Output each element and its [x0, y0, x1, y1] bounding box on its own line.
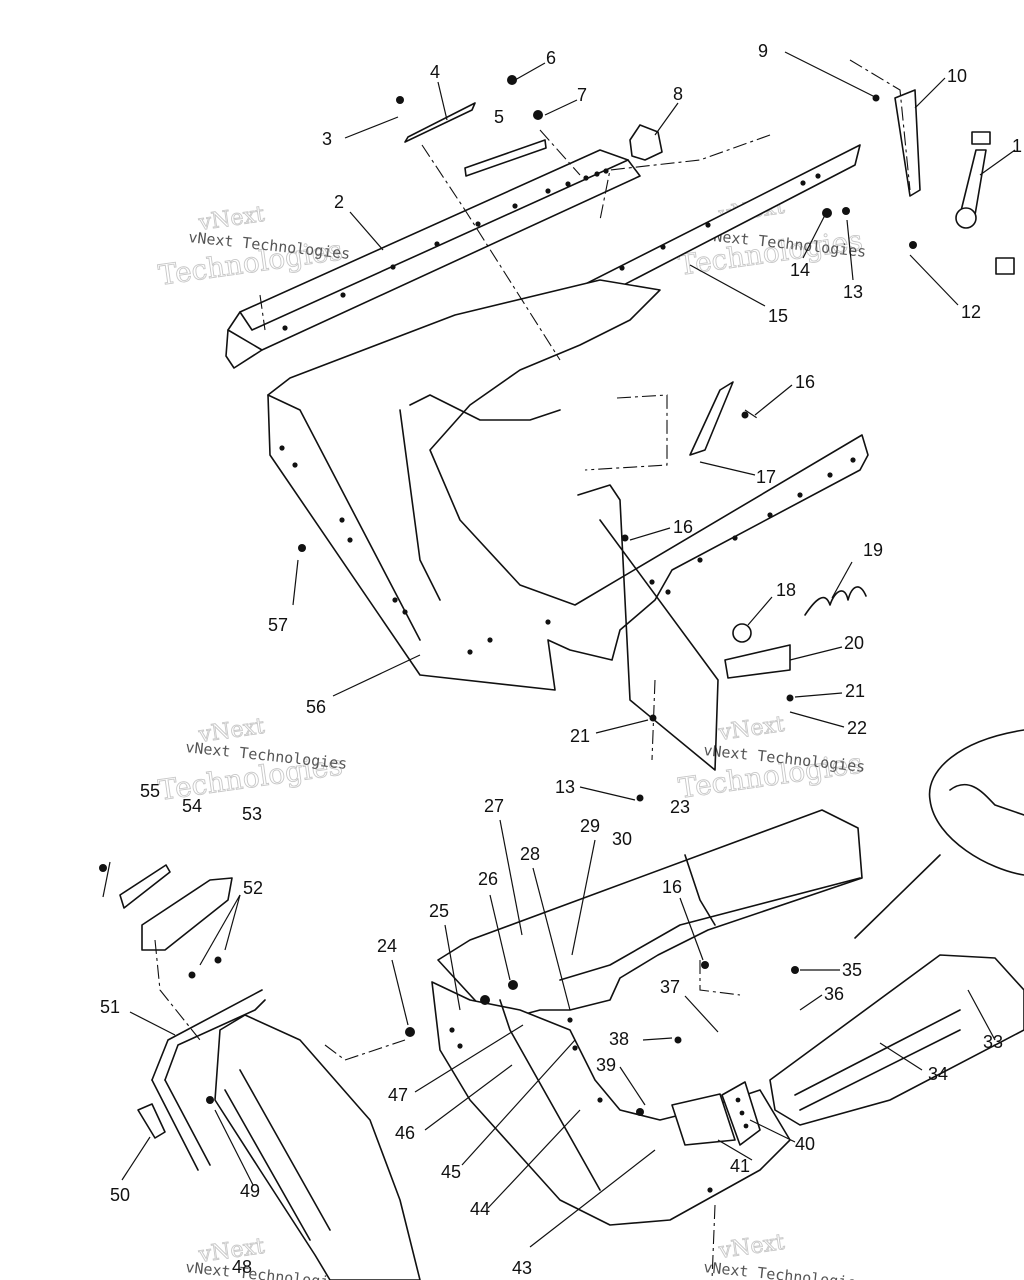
label-5: 5: [494, 107, 504, 127]
label-15: 15: [768, 306, 788, 326]
label-33: 33: [983, 1032, 1003, 1052]
plate-part-54: [119, 864, 171, 909]
label-6: 6: [546, 48, 556, 68]
label-55: 55: [140, 781, 160, 801]
label-18: 18: [776, 580, 796, 600]
svg-text:vNext: vNext: [716, 1230, 786, 1264]
label-43: 43: [512, 1258, 532, 1278]
plate-part-20: [724, 644, 791, 679]
fasteners: [99, 75, 917, 1116]
label-47: 47: [388, 1085, 408, 1105]
label-28: 28: [520, 844, 540, 864]
label-10: 10: [947, 66, 967, 86]
label-44: 44: [470, 1199, 490, 1219]
label-1: 1: [1012, 136, 1022, 156]
leader-lines: [102, 51, 1016, 1248]
label-40: 40: [795, 1134, 815, 1154]
label-20: 20: [844, 633, 864, 653]
label-12: 12: [961, 302, 981, 322]
label-13-top: 13: [843, 282, 863, 302]
label-4: 4: [430, 62, 440, 82]
callout-labels: 1 2 3 4 5 6 7 8 9 10 12 13 13 14 15 16 1…: [100, 41, 1022, 1278]
label-16-mid: 16: [673, 517, 693, 537]
assembly-lines-bottom: [154, 939, 741, 1280]
label-25: 25: [429, 901, 449, 921]
plate-part-41: [671, 1093, 736, 1146]
label-41: 41: [730, 1156, 750, 1176]
label-16-bottom: 16: [662, 877, 682, 897]
label-46: 46: [395, 1123, 415, 1143]
cap-part-18: [732, 623, 752, 643]
label-8: 8: [673, 84, 683, 104]
label-21-right: 21: [845, 681, 865, 701]
label-54: 54: [182, 796, 202, 816]
label-39: 39: [596, 1055, 616, 1075]
label-16-top: 16: [795, 372, 815, 392]
label-50: 50: [110, 1185, 130, 1205]
label-23: 23: [670, 797, 690, 817]
label-2: 2: [334, 192, 344, 212]
part-10-bracket: [894, 89, 921, 197]
label-49: 49: [240, 1181, 260, 1201]
label-35: 35: [842, 960, 862, 980]
label-13-mid: 13: [555, 777, 575, 797]
label-51: 51: [100, 997, 120, 1017]
label-37: 37: [660, 977, 680, 997]
watermark-mid-right: vNext Technologies vNext Technologies: [676, 712, 866, 806]
watermark-mid-left: vNext Technologies vNext Technologies: [156, 714, 348, 808]
fender-part-33: [769, 954, 1024, 1126]
hood-part-30: [437, 809, 863, 1023]
bracket-part-53: [141, 877, 233, 951]
tube-part-51: [151, 989, 266, 1171]
label-36: 36: [824, 984, 844, 1004]
svg-text:vNext Technologies: vNext Technologies: [703, 1258, 867, 1280]
bracket-part-40: [721, 1081, 761, 1146]
label-22: 22: [847, 718, 867, 738]
label-24: 24: [377, 936, 397, 956]
label-45: 45: [441, 1162, 461, 1182]
label-56: 56: [306, 697, 326, 717]
label-48: 48: [232, 1257, 252, 1277]
seat-pan-part-56: [267, 279, 869, 771]
label-53: 53: [242, 804, 262, 824]
detail-circle: [854, 729, 1024, 939]
part-8-bracket: [629, 124, 663, 161]
label-38: 38: [609, 1029, 629, 1049]
part-5: [464, 139, 547, 177]
label-29: 29: [580, 816, 600, 836]
svg-text:vNext: vNext: [716, 712, 786, 746]
label-34: 34: [928, 1064, 948, 1084]
label-7: 7: [577, 85, 587, 105]
label-52: 52: [243, 878, 263, 898]
label-3: 3: [322, 129, 332, 149]
label-21-left: 21: [570, 726, 590, 746]
part-4: [404, 102, 476, 143]
clip-part-50: [137, 1103, 166, 1139]
bracket-part-17: [689, 381, 734, 456]
label-27: 27: [484, 796, 504, 816]
label-9: 9: [758, 41, 768, 61]
front-bumper-part-48: [214, 1014, 421, 1280]
label-30: 30: [612, 829, 632, 849]
watermark-bottom-right: vNext vNext Technologies: [703, 1230, 867, 1280]
part-11-lever: [955, 131, 1015, 275]
label-14: 14: [790, 260, 810, 280]
label-17: 17: [756, 467, 776, 487]
body-shell-part-46: [431, 981, 791, 1226]
watermark-top-left: vNext Technologies vNext Technologies: [156, 202, 351, 293]
spring-part-19: [804, 586, 867, 616]
label-26: 26: [478, 869, 498, 889]
label-19: 19: [863, 540, 883, 560]
label-57: 57: [268, 615, 288, 635]
front-rail-part-2: [225, 149, 641, 369]
assembly-lines-top: [259, 59, 911, 761]
